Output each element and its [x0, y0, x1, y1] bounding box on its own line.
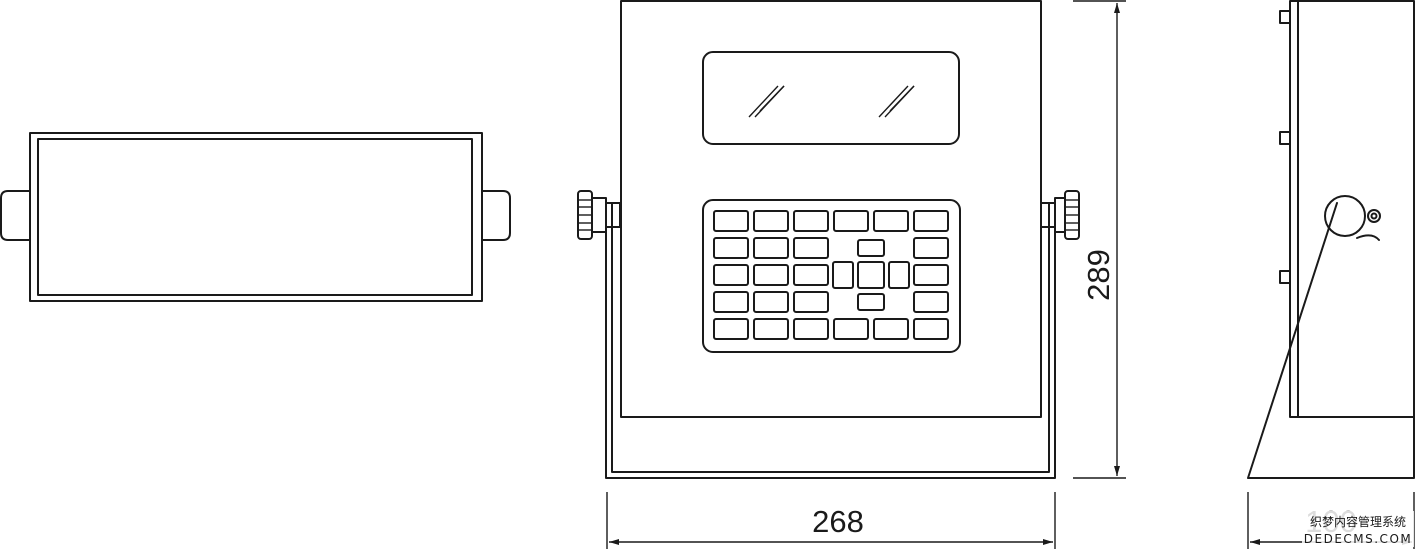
front-view-left-knob	[577, 190, 621, 240]
keypad-key	[753, 291, 789, 313]
side-view-knob-lever	[1356, 234, 1380, 241]
keypad-nav-right-key	[888, 261, 910, 289]
watermark-en: DEDECMS.COM	[1304, 532, 1413, 546]
glass-glare-marks	[748, 85, 915, 118]
side-view-knob	[1324, 195, 1366, 237]
side-view	[1247, 0, 1415, 479]
keypad-nav-up-key	[857, 239, 885, 257]
keypad-key	[793, 210, 829, 232]
display-window	[702, 51, 960, 145]
keypad-key	[753, 264, 789, 286]
keypad-key	[793, 318, 829, 340]
watermark-cn: 织梦内容管理系统	[1310, 514, 1406, 529]
keypad-nav-center-key	[857, 261, 885, 289]
keypad-key	[873, 318, 909, 340]
front-view	[577, 0, 1080, 479]
watermark: 织梦内容管理系统 DEDECMS.COM	[1302, 511, 1414, 547]
side-view-screw-2	[1279, 131, 1291, 145]
keypad-key	[713, 318, 749, 340]
keypad-key	[913, 291, 949, 313]
side-view-screw-1	[1279, 10, 1291, 24]
keypad-key	[833, 318, 869, 340]
keypad-key	[713, 264, 749, 286]
keypad-key	[753, 318, 789, 340]
top-view-right-knob	[481, 190, 511, 241]
keypad-panel	[702, 199, 961, 353]
keypad-key	[833, 210, 869, 232]
width-dimension: 268	[606, 492, 1056, 549]
keypad-keys	[713, 210, 949, 340]
front-view-bracket-inner	[611, 202, 1050, 473]
side-view-pivot-center	[1370, 212, 1378, 220]
top-view-left-knob	[0, 190, 31, 241]
keypad-key	[793, 291, 829, 313]
front-view-right-knob	[1040, 190, 1080, 240]
width-dimension-label: 268	[812, 504, 864, 539]
side-view-pivot	[1367, 209, 1381, 223]
top-view-inner-frame	[37, 138, 473, 296]
keypad-key	[913, 237, 949, 259]
side-view-housing-rear	[1289, 0, 1299, 418]
top-view	[0, 132, 511, 302]
keypad-key	[713, 237, 749, 259]
front-view-housing	[620, 0, 1042, 418]
top-view-outer-frame	[29, 132, 483, 302]
keypad-key	[873, 210, 909, 232]
keypad-nav-left-key	[832, 261, 854, 289]
side-view-housing-body	[1297, 0, 1415, 418]
side-view-stand	[1247, 202, 1415, 479]
keypad-nav-down-key	[857, 293, 885, 311]
keypad-key	[713, 210, 749, 232]
keypad-key	[793, 264, 829, 286]
keypad-key	[713, 291, 749, 313]
keypad-key	[913, 210, 949, 232]
height-dimension-label: 289	[1081, 249, 1116, 301]
keypad-key	[793, 237, 829, 259]
keypad-key	[753, 210, 789, 232]
keypad-key	[913, 318, 949, 340]
keypad-key	[913, 264, 949, 286]
side-view-screw-3	[1279, 270, 1291, 284]
front-view-bracket-outer	[605, 202, 1056, 479]
height-dimension: 289	[1073, 0, 1126, 479]
keypad-key	[753, 237, 789, 259]
